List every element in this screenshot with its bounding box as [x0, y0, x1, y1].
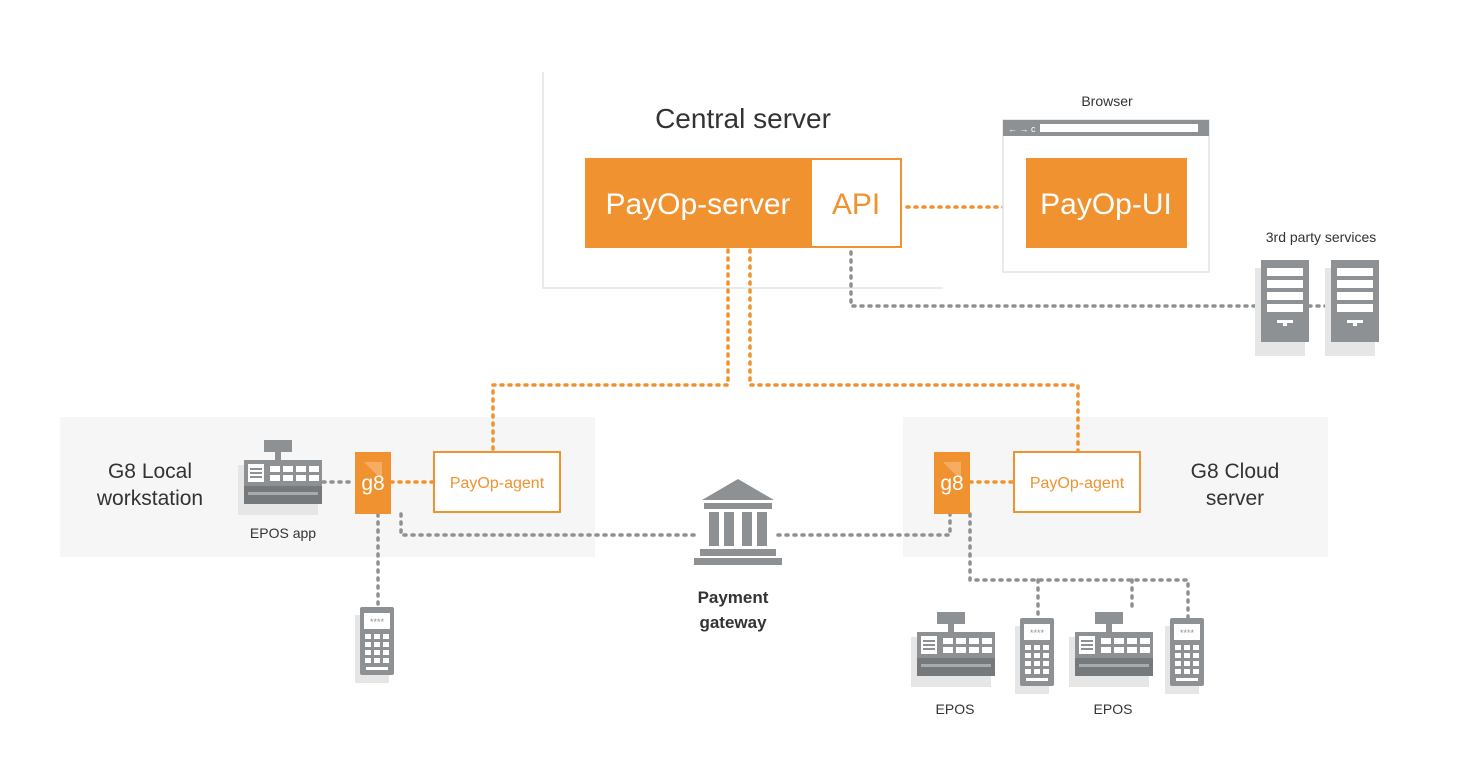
cloud-epos-till-icon	[911, 612, 995, 687]
browser-window: ← → c PayOp-UI	[1002, 119, 1210, 273]
payop-server-label: PayOp-server	[605, 188, 790, 221]
cloud-title-line2: server	[1206, 487, 1264, 510]
local-g8-logo: g8	[355, 452, 391, 514]
cloud-epos-till-icon	[1069, 612, 1153, 687]
third-party-title: 3rd party services	[1266, 229, 1376, 245]
cloud-title-line1: G8 Cloud	[1191, 460, 1280, 483]
payop-server-box: PayOp-server API	[585, 158, 902, 248]
cloud-g8-logo: g8	[934, 452, 970, 514]
gateway-label-line2: gateway	[699, 613, 767, 632]
cloud-epos-label-2: EPOS	[1094, 701, 1133, 717]
third-party-server-icon	[1325, 260, 1379, 356]
central-server-title: Central server	[655, 103, 831, 134]
local-title-line2: workstation	[96, 487, 203, 510]
svg-text:g8: g8	[361, 472, 384, 495]
server-to-local-agent-link	[491, 248, 730, 453]
epos-app-label: EPOS app	[250, 525, 316, 541]
gateway-to-cloud-link	[776, 512, 952, 537]
gateway-label-line1: Payment	[698, 588, 769, 607]
bank-icon	[694, 479, 782, 565]
api-label: API	[832, 188, 880, 221]
svg-text:g8: g8	[940, 472, 963, 495]
browser-nav-icon: ← → c	[1008, 124, 1036, 134]
cloud-device-bus	[968, 512, 1190, 620]
cloud-card-terminal-icon	[1015, 618, 1054, 694]
server-to-cloud-agent-link	[748, 248, 1080, 453]
browser-title: Browser	[1081, 93, 1133, 109]
cloud-card-terminal-icon	[1165, 618, 1204, 694]
central-server-frame	[542, 72, 943, 289]
local-payop-agent-box	[433, 451, 561, 513]
payop-ui-box	[1026, 158, 1187, 248]
payop-ui-label: PayOp-UI	[1040, 188, 1172, 221]
third-party-server-icon	[1255, 260, 1309, 356]
card-terminal-icon	[355, 607, 394, 683]
gray-connections	[321, 250, 1332, 620]
api-to-third-party-link	[849, 250, 1332, 308]
cloud-payop-agent-label: PayOp-agent	[1030, 475, 1125, 492]
cloud-epos-label-1: EPOS	[936, 701, 975, 717]
local-payop-agent-label: PayOp-agent	[450, 475, 545, 492]
cloud-payop-agent-box	[1013, 451, 1141, 513]
local-to-gateway-link	[399, 512, 702, 537]
local-title-line1: G8 Local	[108, 460, 192, 483]
browser-address-bar	[1040, 124, 1198, 132]
